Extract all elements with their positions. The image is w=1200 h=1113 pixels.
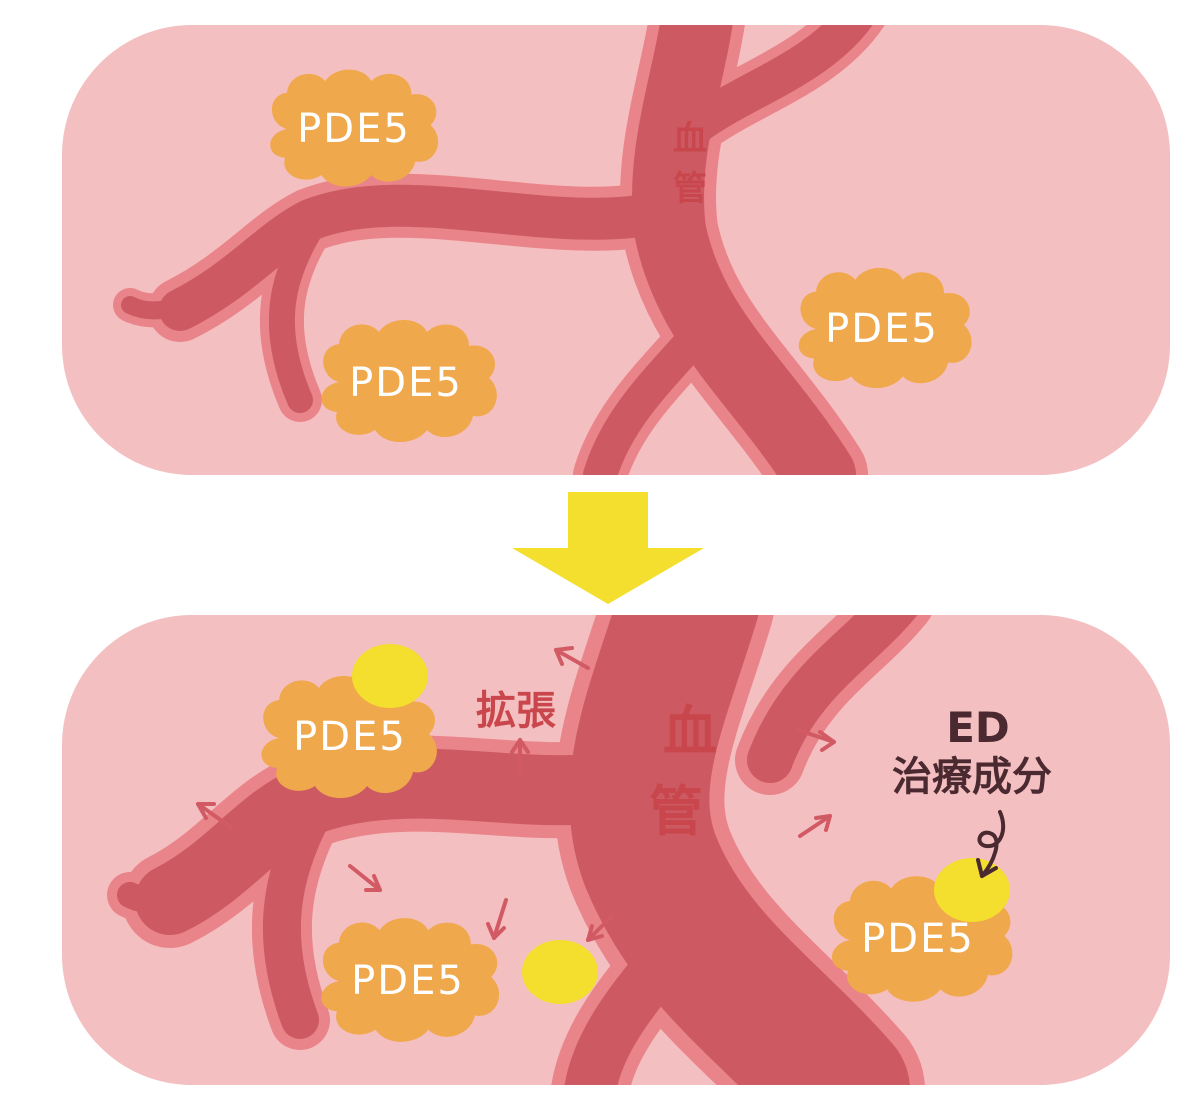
after-panel: 血 管 拡張 PDE5 PDE5 PDE5	[62, 615, 1170, 1085]
after-enzyme-label-1: PDE5	[293, 714, 407, 760]
before-panel: 血 管 PDE5 PDE5 PDE5	[62, 25, 1170, 475]
arrow-small-icon-5	[486, 898, 508, 940]
after-enzyme-1: PDE5	[261, 676, 437, 798]
arrow-small-icon-4	[348, 864, 382, 892]
arrow-down-icon	[512, 492, 704, 604]
after-vessel-label-2: 管	[649, 780, 703, 843]
after-enzyme-3: PDE5	[831, 876, 1013, 1002]
after-enzyme-label-3: PDE5	[861, 916, 975, 962]
drug-molecule-1	[352, 644, 428, 708]
after-enzyme-2: PDE5	[321, 918, 500, 1042]
before-enzyme-label-1: PDE5	[297, 106, 411, 152]
before-enzyme-label-2: PDE5	[349, 360, 463, 406]
curly-arrow-icon	[976, 810, 1006, 878]
arrow-small-icon-7	[796, 728, 836, 752]
before-vessel-label-1: 血	[673, 119, 707, 159]
before-enzyme-2: PDE5	[321, 320, 497, 442]
drug-label-2: 治療成分	[892, 754, 1052, 800]
drug-label-1: ED	[946, 703, 1010, 752]
expand-label: 拡張	[476, 688, 556, 734]
after-enzyme-label-2: PDE5	[351, 958, 465, 1004]
arrow-small-icon-1	[554, 646, 590, 670]
arrow-small-icon-6	[586, 914, 614, 942]
before-enzyme-label-3: PDE5	[825, 306, 939, 352]
arrow-small-icon-3	[196, 802, 234, 830]
arrow-small-icon-2	[510, 738, 530, 774]
after-vessel-label-1: 血	[663, 700, 717, 763]
before-vessel-label-2: 管	[673, 169, 707, 209]
before-enzyme-3: PDE5	[798, 267, 972, 389]
drug-molecule-2	[522, 940, 598, 1004]
arrow-small-icon-8	[798, 814, 832, 838]
expansion-arrows	[196, 646, 836, 942]
drug-molecule-3	[934, 858, 1010, 922]
before-enzyme-1: PDE5	[270, 69, 439, 187]
